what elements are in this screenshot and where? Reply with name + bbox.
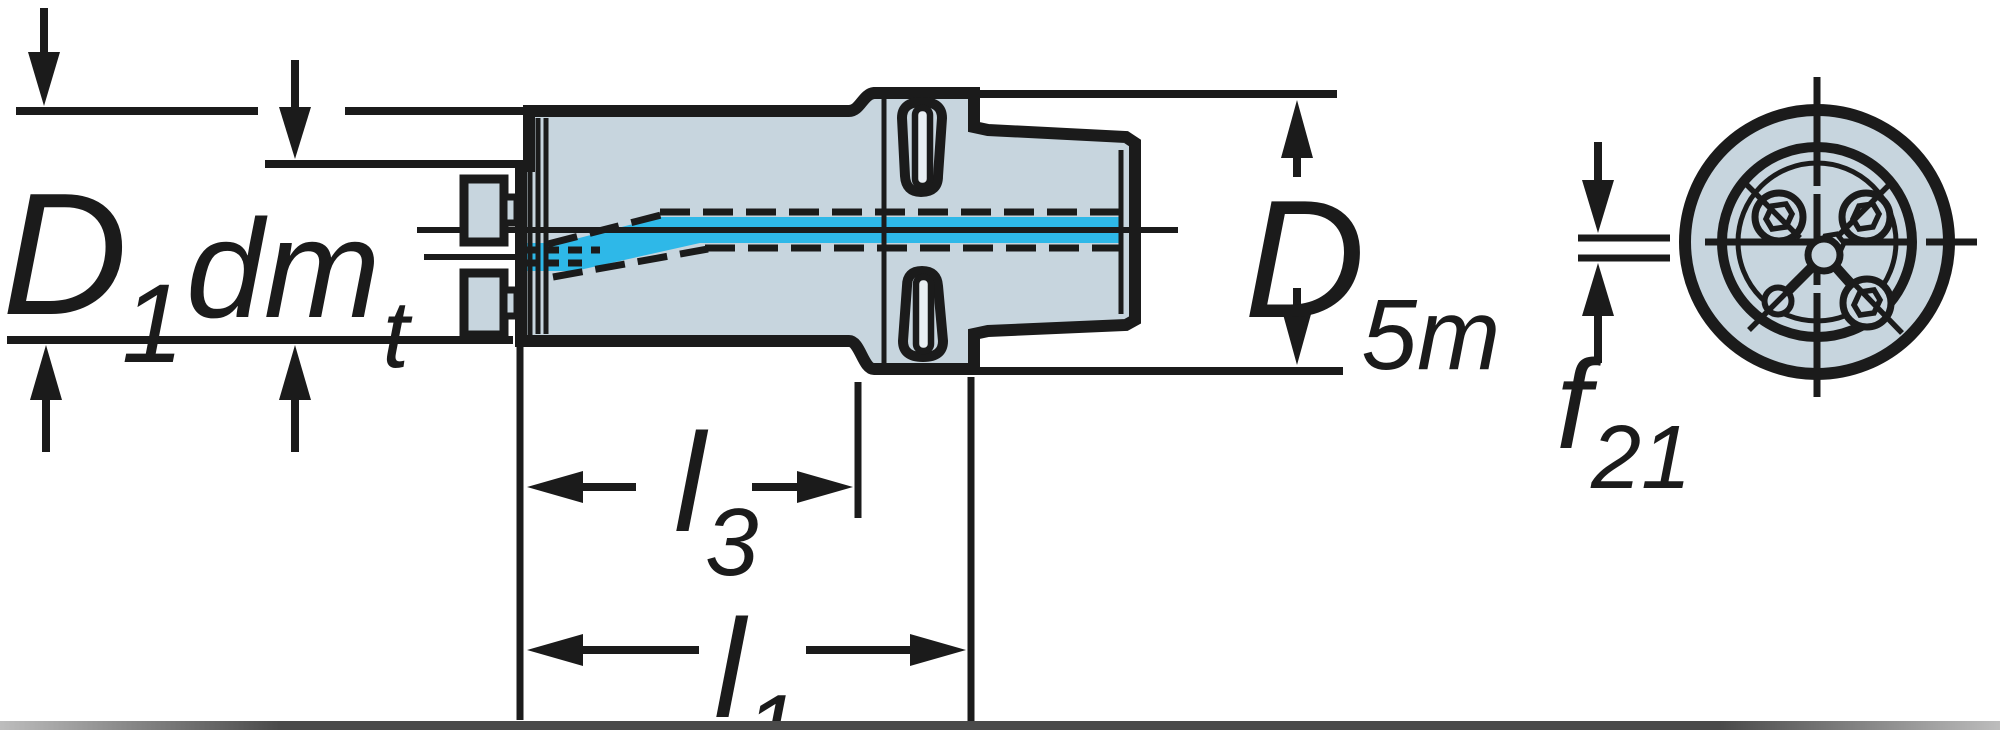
screw-centerlines — [1744, 182, 1904, 335]
label-d5m: D5m — [1244, 175, 1504, 385]
d1-arrow-top-head — [28, 52, 60, 106]
dimension-l3 — [527, 382, 862, 518]
dimension-dmt — [265, 60, 516, 452]
slot-top-inner — [911, 104, 934, 190]
label-d1-base: D — [2, 156, 128, 351]
drive-pins — [459, 174, 521, 340]
label-dmt-sub: t — [382, 281, 410, 388]
label-f21-base: f — [1556, 334, 1592, 475]
diag-bottom-left — [1747, 264, 1815, 332]
dmt-arrow-bottom-head — [279, 345, 311, 400]
hex-socket-bottom-right — [1850, 287, 1884, 318]
f21-arrow-up-head — [1582, 263, 1614, 316]
dmt-arrow-top-head — [279, 107, 311, 159]
label-d1-sub: 1 — [121, 261, 184, 386]
label-l3-sub: 3 — [705, 489, 759, 596]
center-hub — [1804, 235, 1844, 275]
label-dmt: dmt — [186, 199, 409, 383]
bore-hidden-line-incline-bottom — [552, 245, 709, 281]
flange-slots — [896, 96, 949, 363]
pin-top — [459, 174, 509, 247]
diag-top-right — [1834, 182, 1892, 240]
d5m-arrow-up-head — [1281, 100, 1313, 158]
d1-arrow-bottom-head — [30, 345, 62, 400]
f21-arrow-down-head — [1582, 180, 1614, 233]
screw-top-right — [1838, 189, 1894, 245]
pin-bottom-neck — [500, 286, 521, 320]
label-d5m-base: D — [1244, 165, 1366, 353]
slot-bottom-inner — [912, 273, 935, 355]
l3-arrow-right-head — [797, 471, 853, 503]
label-l3-base: l — [674, 404, 706, 561]
tool-body-outline — [515, 87, 1141, 375]
dimension-d5m — [968, 90, 1343, 375]
d5m-arrow-down-head — [1281, 307, 1313, 365]
pin-top-neck — [500, 193, 521, 227]
label-dmt-base: dm — [186, 190, 381, 347]
label-d5m-sub: 5m — [1361, 279, 1501, 391]
l1-arrow-left-head — [527, 634, 583, 666]
dimension-l1 — [516, 347, 975, 724]
bottom-edge-bar — [0, 721, 2000, 730]
label-l3: l3 — [674, 413, 759, 591]
l3-arrow-left-head — [527, 471, 583, 503]
label-l1: l1 — [714, 599, 799, 730]
dimension-d1 — [7, 8, 524, 452]
label-f21: f21 — [1556, 342, 1691, 504]
side-view — [417, 87, 1178, 375]
screw-bottom-right — [1839, 275, 1895, 331]
pin-bottom — [459, 268, 509, 340]
end-view — [1679, 77, 1977, 397]
label-d1: D1 — [2, 167, 190, 380]
label-l1-base: l — [714, 590, 746, 730]
l1-arrow-right-head — [910, 634, 966, 666]
end-face-lines — [527, 118, 549, 336]
diag-bottom-right — [1835, 264, 1904, 335]
dimension-f21 — [1578, 142, 1696, 363]
diag-top-left — [1744, 182, 1802, 240]
label-f21-sub: 21 — [1591, 408, 1692, 508]
